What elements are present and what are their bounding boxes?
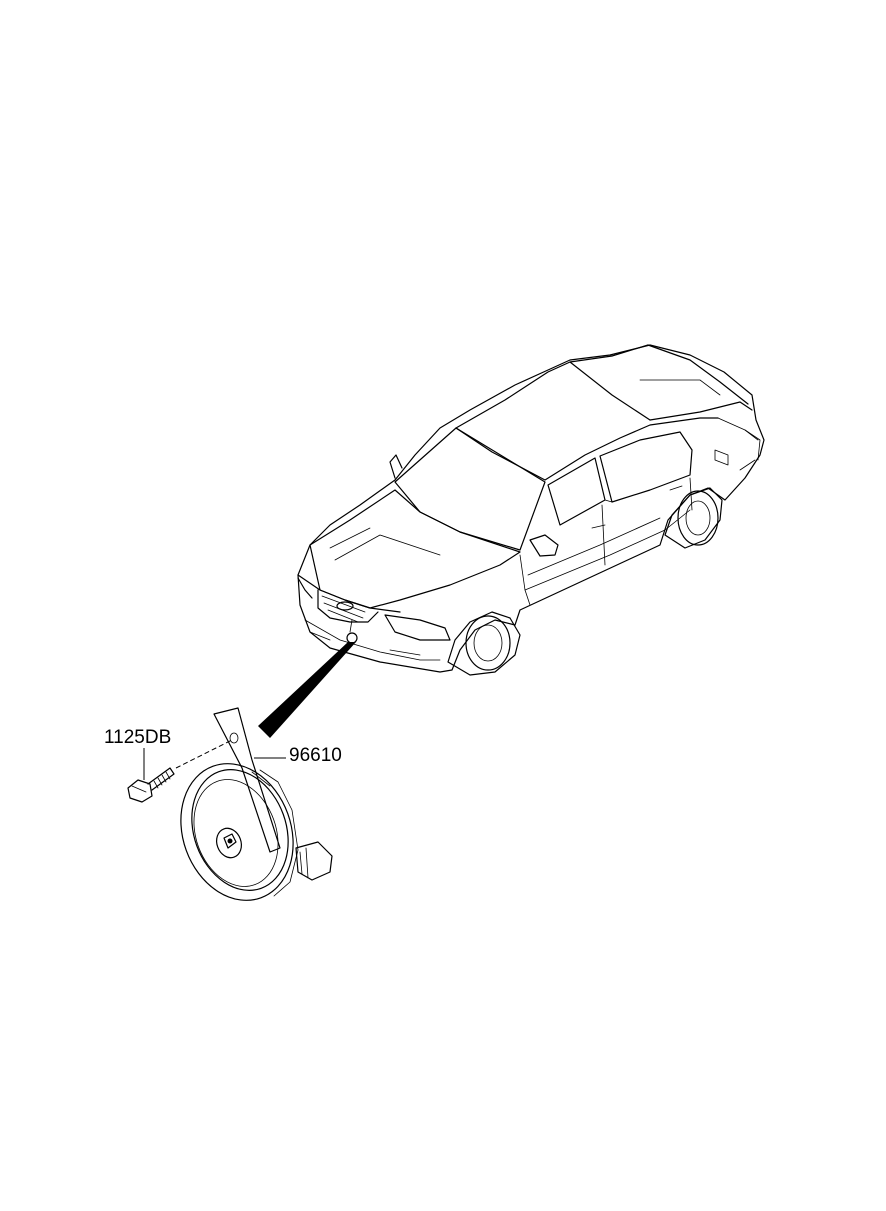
part-label-bolt: 1125DB [104, 727, 172, 748]
bolt-illustration [127, 767, 175, 803]
location-pointer [258, 619, 358, 738]
bolt-axis-line [175, 739, 233, 769]
horn-illustration [180, 707, 333, 901]
leader-lines [143, 739, 286, 780]
car-illustration [297, 344, 765, 676]
part-label-horn: 96610 [289, 745, 342, 766]
